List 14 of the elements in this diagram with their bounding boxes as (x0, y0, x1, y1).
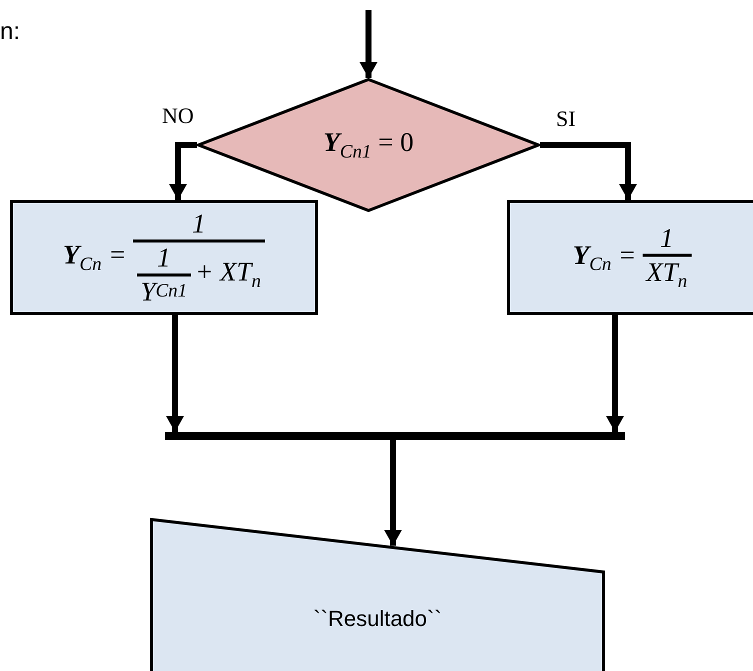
arrow (540, 142, 637, 200)
process-box (10, 200, 318, 315)
arrow (360, 10, 378, 78)
edge-label: SI (556, 106, 576, 132)
arrow (169, 142, 197, 200)
arrow (384, 440, 402, 546)
arrow (606, 315, 624, 432)
condition-formula: Y$_{Cn1}$ = 0 (323, 126, 414, 164)
arrow (166, 315, 184, 432)
merge-bar (165, 432, 625, 440)
edge-label: NO (162, 103, 194, 129)
process-box (507, 200, 753, 315)
text-fragment: n: (0, 18, 20, 46)
output-text: ``Resultado`` (312, 606, 443, 632)
